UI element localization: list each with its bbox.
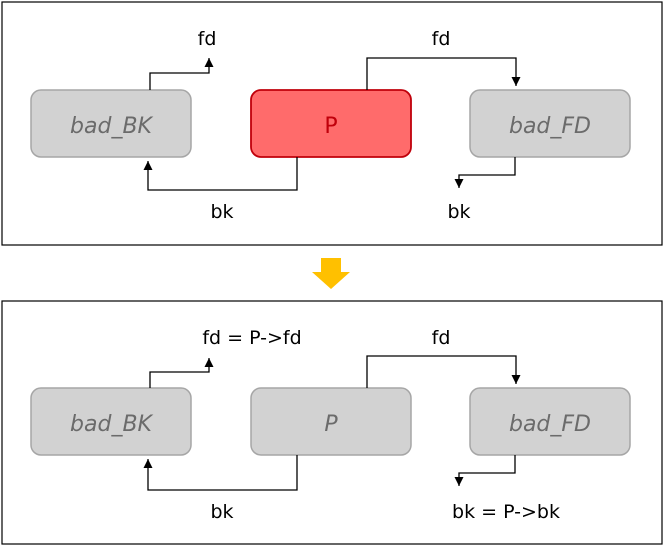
before-panel: bad_BK P bad_FD fd fd bk bk bbox=[1, 1, 663, 246]
down-arrow-icon bbox=[312, 258, 350, 289]
before-node-bad-fd bbox=[469, 89, 631, 158]
after-node-bad-fd bbox=[469, 387, 631, 456]
before-edge-p-bk bbox=[143, 157, 298, 191]
after-label-bk-left: bk bbox=[210, 501, 233, 523]
before-node-p-label: P bbox=[324, 114, 337, 139]
before-node-bad-bk bbox=[30, 89, 192, 158]
after-label-fd-left: fd = P->fd bbox=[202, 327, 301, 349]
after-node-p bbox=[250, 387, 412, 456]
after-node-bad-fd-label: bad_FD bbox=[509, 412, 591, 437]
after-node-bad-bk-label: bad_BK bbox=[70, 412, 154, 437]
after-label-fd-right: fd bbox=[432, 327, 451, 349]
after-edge-p-bk bbox=[143, 455, 298, 491]
after-node-bad-bk bbox=[30, 387, 192, 456]
after-panel: bad_BK P bad_FD fd = P->fd fd bk bk = P-… bbox=[1, 300, 663, 545]
after-label-bk-right: bk = P->bk bbox=[452, 501, 560, 523]
after-node-p-label: P bbox=[324, 412, 338, 437]
before-node-bad-fd-label: bad_FD bbox=[509, 114, 591, 139]
before-label-bk-right: bk bbox=[447, 201, 470, 223]
before-label-fd-right: fd bbox=[432, 28, 451, 50]
before-edge-bad-bk-fd bbox=[149, 58, 214, 90]
before-node-bad-bk-label: bad_BK bbox=[70, 114, 154, 139]
before-node-p bbox=[250, 89, 412, 158]
before-edge-bad-fd-bk bbox=[454, 157, 516, 188]
after-edge-bad-fd-bk bbox=[454, 455, 516, 486]
before-label-bk-left: bk bbox=[210, 201, 233, 223]
after-edge-p-fd bbox=[366, 355, 521, 388]
before-edge-p-fd bbox=[366, 57, 521, 90]
before-label-fd-left: fd bbox=[198, 28, 217, 50]
after-edge-bad-bk-fd bbox=[149, 358, 214, 388]
